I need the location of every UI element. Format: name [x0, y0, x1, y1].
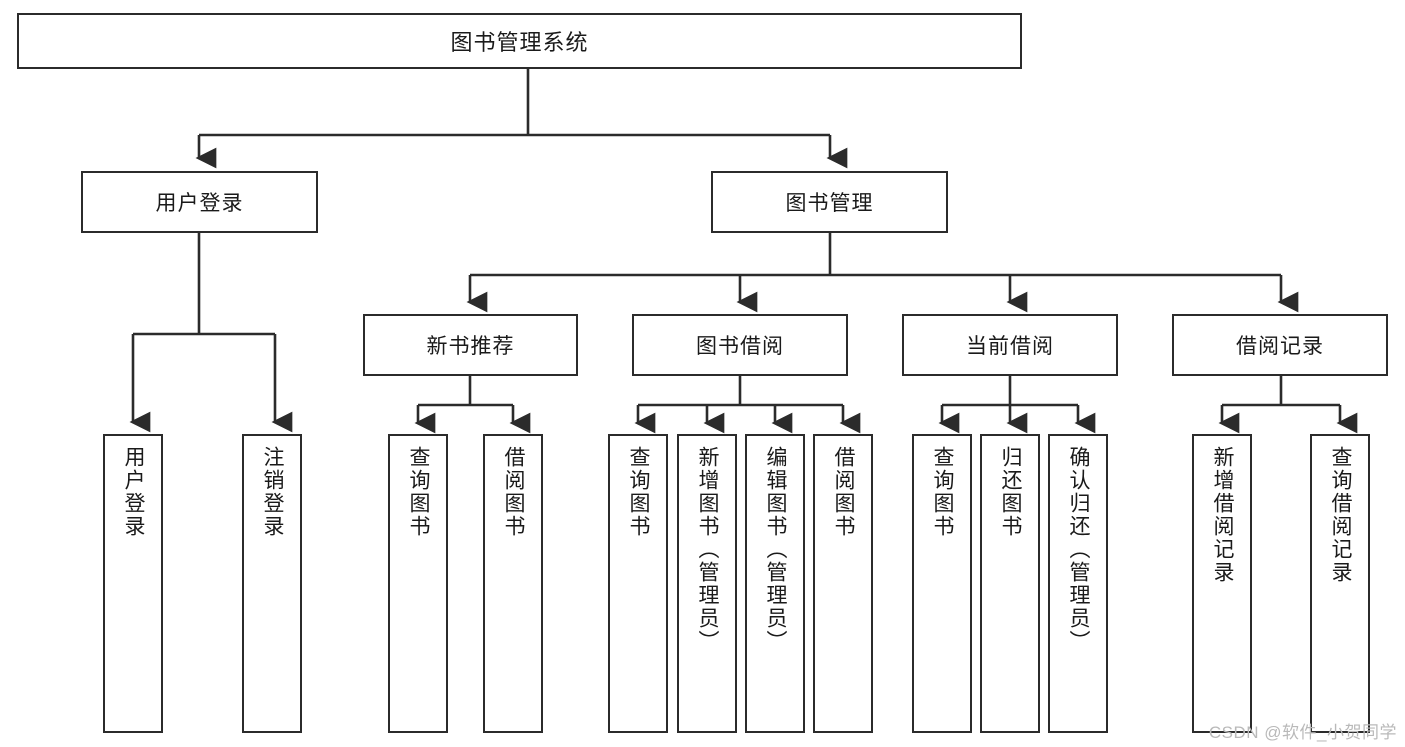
leaf-user-login-logout-label: 注销登录	[261, 446, 285, 538]
node-user-login[interactable]: 用户登录	[81, 171, 318, 233]
node-user-login-label: 用户登录	[155, 192, 244, 215]
leaf-user-login-login-label: 用户登录	[122, 446, 146, 538]
node-root-system[interactable]: 图书管理系统	[17, 13, 1022, 69]
leaf-borrow-record-query[interactable]: 查询借阅记录	[1310, 434, 1370, 733]
leaf-book-borrow-borrow-label: 借阅图书	[832, 446, 856, 538]
leaf-borrow-record-add-label: 新增借阅记录	[1211, 446, 1235, 584]
leaf-book-borrow-query-label: 查询图书	[627, 446, 651, 538]
leaf-borrow-record-add[interactable]: 新增借阅记录	[1192, 434, 1252, 733]
leaf-current-borrow-return-label: 归还图书	[999, 446, 1023, 538]
node-book-management-label: 图书管理	[785, 192, 874, 215]
leaf-current-borrow-confirm-label: 确认归还（管理员）	[1067, 446, 1091, 653]
leaf-book-borrow-edit-label: 编辑图书（管理员）	[764, 446, 788, 653]
leaf-book-borrow-add-label: 新增图书（管理员）	[696, 446, 720, 653]
node-borrow-record-label: 借阅记录	[1236, 335, 1324, 358]
leaf-new-book-query-label: 查询图书	[407, 446, 431, 538]
leaf-new-book-borrow-label: 借阅图书	[502, 446, 526, 538]
node-book-borrow-label: 图书借阅	[696, 335, 784, 358]
node-current-borrow-label: 当前借阅	[966, 335, 1054, 358]
leaf-current-borrow-query-label: 查询图书	[931, 446, 955, 538]
node-book-management[interactable]: 图书管理	[711, 171, 948, 233]
leaf-user-login-logout[interactable]: 注销登录	[242, 434, 302, 733]
leaf-current-borrow-query[interactable]: 查询图书	[912, 434, 972, 733]
leaf-book-borrow-add[interactable]: 新增图书（管理员）	[677, 434, 737, 733]
node-new-book-recommend-label: 新书推荐	[426, 335, 515, 358]
node-book-borrow[interactable]: 图书借阅	[632, 314, 848, 376]
leaf-new-book-query[interactable]: 查询图书	[388, 434, 448, 733]
leaf-new-book-borrow[interactable]: 借阅图书	[483, 434, 543, 733]
leaf-book-borrow-borrow[interactable]: 借阅图书	[813, 434, 873, 733]
node-borrow-record[interactable]: 借阅记录	[1172, 314, 1388, 376]
leaf-user-login-login[interactable]: 用户登录	[103, 434, 163, 733]
node-current-borrow[interactable]: 当前借阅	[902, 314, 1118, 376]
leaf-current-borrow-confirm[interactable]: 确认归还（管理员）	[1048, 434, 1108, 733]
leaf-book-borrow-query[interactable]: 查询图书	[608, 434, 668, 733]
node-root-system-label: 图书管理系统	[450, 30, 589, 55]
leaf-book-borrow-edit[interactable]: 编辑图书（管理员）	[745, 434, 805, 733]
leaf-current-borrow-return[interactable]: 归还图书	[980, 434, 1040, 733]
leaf-borrow-record-query-label: 查询借阅记录	[1329, 446, 1353, 584]
node-new-book-recommend[interactable]: 新书推荐	[363, 314, 578, 376]
